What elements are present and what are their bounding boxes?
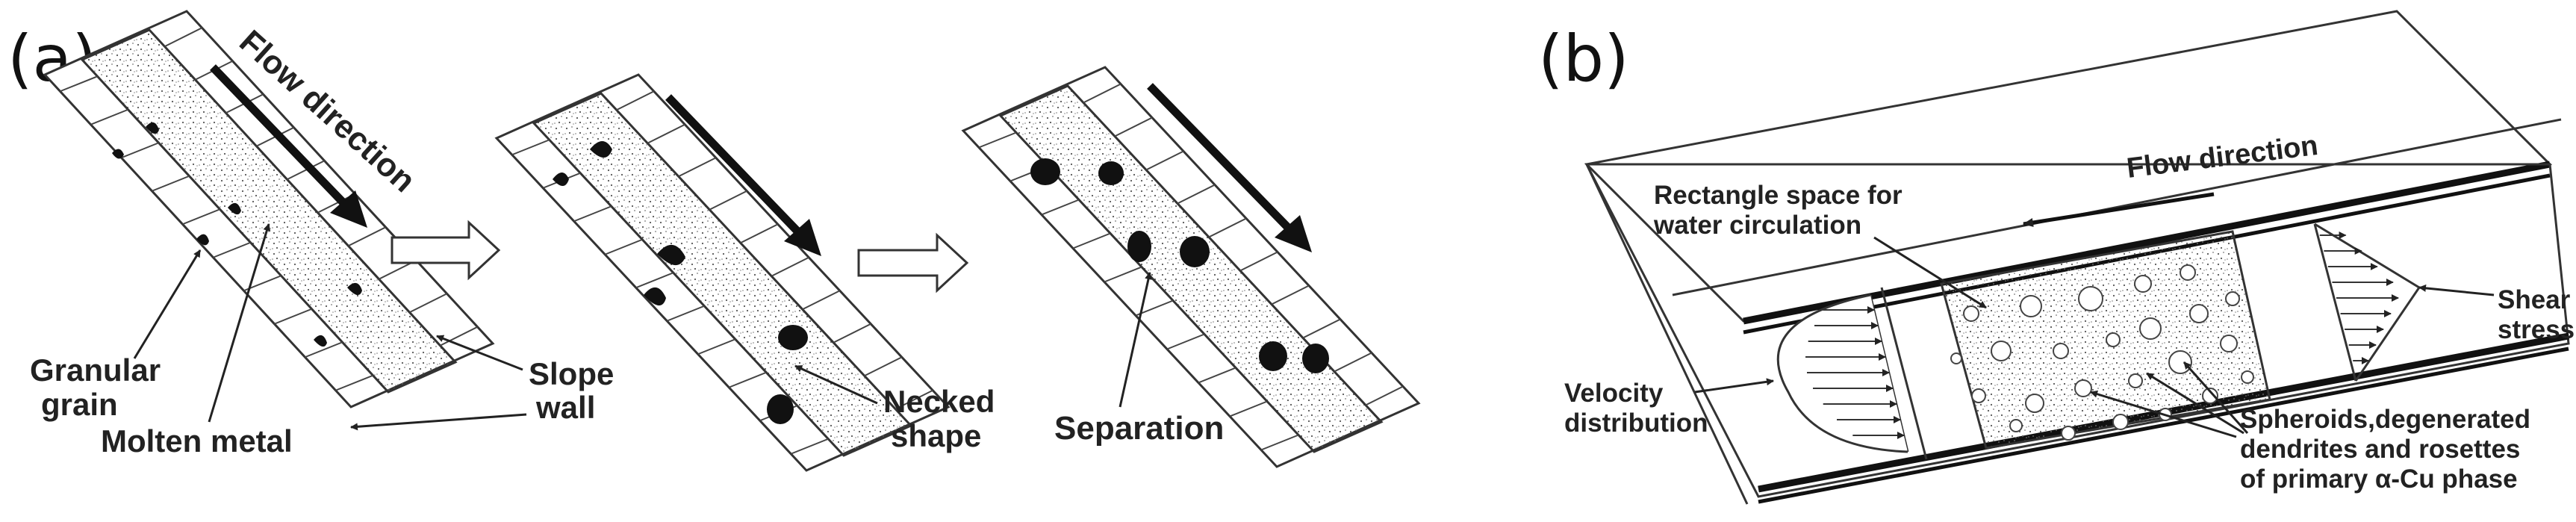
channel-back-line <box>1672 118 2562 296</box>
rect-space-leader <box>1873 236 1987 309</box>
transition-arrow-2 <box>857 232 969 293</box>
slope-wall-label-1: Slope <box>529 356 614 391</box>
flow-arrow-a <box>210 64 354 214</box>
bottom-plate-edge-2 <box>1758 347 2569 504</box>
velocity-leader <box>1694 378 1774 394</box>
spheroids-leader-1 <box>2090 390 2237 438</box>
transition-arrow-1 <box>391 220 501 281</box>
panel-a: (a) Flow direction Granular grain Molten <box>7 10 1421 472</box>
shear-stress-leader <box>2418 284 2495 296</box>
molten-metal-stream-2 <box>532 92 913 457</box>
flow-arrow-head-a <box>330 190 367 228</box>
wall-hatching <box>60 27 478 391</box>
necked-shape-leader <box>794 364 878 405</box>
necked-shape-label-1: Necked <box>883 384 995 419</box>
rect-space-separator <box>1880 287 1928 460</box>
channel-left-edge <box>1585 164 1749 505</box>
spheroids-leader-3 <box>2183 361 2249 435</box>
channel-1 <box>43 10 495 408</box>
necked-shape-label-2: shape <box>891 418 981 453</box>
panel-b-label: (b) <box>1538 22 1629 96</box>
flow-arrow-head-a2 <box>784 219 821 256</box>
rect-space-label-2: water circulation <box>1653 211 1861 240</box>
granular-grain-leader <box>133 249 202 359</box>
velocity-profile <box>1776 293 1909 453</box>
alpha-cu-particles <box>1950 264 2254 441</box>
channel-3 <box>961 66 1421 468</box>
separation-label: Separation <box>1054 410 1224 447</box>
molten-metal-stream-3 <box>998 84 1384 453</box>
granular-grain-label-2: grain <box>41 387 118 422</box>
velocity-label-2: distribution <box>1564 408 1708 438</box>
rect-space-label-1: Rectangle space for <box>1654 181 1903 210</box>
flow-arrow-head-a3 <box>1275 215 1312 252</box>
granular-grains <box>112 122 362 347</box>
velocity-label-1: Velocity <box>1564 379 1664 408</box>
channel-body <box>1584 163 2570 498</box>
slope-wall-leader <box>436 335 523 371</box>
spheroids-label-1: Spheroids,degenerated <box>2240 405 2530 434</box>
slope-wall-leader-2 <box>350 413 527 431</box>
molten-metal-stream <box>80 28 458 394</box>
separation-leader <box>1119 272 1152 408</box>
shear-stress-label-2: stress <box>2498 315 2575 344</box>
slope-wall-label-2: wall <box>535 390 595 425</box>
spheroids-label-3: of primary α-Cu phase <box>2240 464 2518 494</box>
molten-metal-leader <box>208 223 271 423</box>
separated-grains <box>1030 158 1329 373</box>
flow-arrow-a2 <box>665 94 808 242</box>
molten-metal-label: Molten metal <box>101 423 293 459</box>
wall-hatching-2 <box>511 90 933 455</box>
channel-2 <box>494 73 951 472</box>
flow-arrow-b <box>2023 192 2215 227</box>
flow-arrow-a3 <box>1147 83 1298 238</box>
panel-b: (b) Flow direction Rec <box>1538 10 2575 505</box>
spheroids-label-2: dendrites and rosettes <box>2240 435 2520 464</box>
top-plate-edge <box>1743 161 2551 325</box>
necked-grains <box>553 141 808 424</box>
shear-stress-label-1: Shear <box>2498 285 2571 314</box>
spheroids-leader-2 <box>2146 372 2244 435</box>
wall-hatching-3 <box>978 83 1404 451</box>
granular-grain-label-1: Granular <box>30 352 161 388</box>
shear-stress-profile <box>2313 223 2421 382</box>
